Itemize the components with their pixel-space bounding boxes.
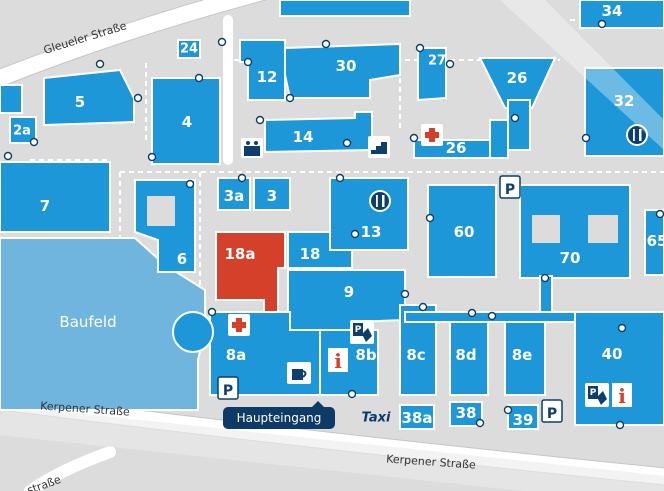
stairs-icon[interactable] (368, 136, 390, 158)
svg-text:3a: 3a (224, 187, 245, 205)
restaurant-icon[interactable] (626, 124, 648, 146)
svg-text:38: 38 (456, 404, 477, 422)
svg-text:12: 12 (257, 68, 278, 86)
building-26-stem[interactable] (507, 99, 531, 151)
svg-text:3: 3 (267, 187, 277, 205)
info-icon[interactable]: i (328, 348, 348, 373)
highlighted-building-label: 18a (225, 245, 256, 263)
taxi-label: Taxi (362, 411, 391, 426)
parking-icon[interactable]: P (541, 399, 563, 423)
building-18[interactable] (287, 231, 353, 269)
svg-text:39: 39 (513, 411, 534, 429)
street-kerpener-top: Kerpener Straße (40, 399, 131, 418)
svg-text:34: 34 (602, 2, 623, 20)
svg-text:8c: 8c (406, 346, 425, 364)
svg-text:24: 24 (180, 42, 198, 57)
svg-text:P: P (355, 325, 362, 335)
building-60[interactable] (427, 184, 497, 278)
building-32[interactable] (584, 67, 664, 157)
building-7[interactable] (0, 161, 111, 233)
svg-text:26: 26 (446, 139, 467, 157)
building-70[interactable] (519, 184, 631, 279)
svg-text:9: 9 (344, 283, 354, 301)
parking-ticket-icon[interactable]: P (585, 383, 609, 407)
building-38a[interactable] (399, 404, 435, 430)
parking-ticket-icon[interactable]: P (350, 320, 374, 344)
building-5[interactable] (43, 68, 135, 127)
svg-text:i: i (334, 349, 342, 373)
svg-text:2a: 2a (13, 124, 31, 139)
svg-text:P: P (505, 182, 515, 198)
childcare-icon[interactable] (241, 138, 263, 158)
building-12[interactable] (239, 39, 286, 101)
building-38[interactable] (449, 401, 483, 427)
svg-text:26: 26 (507, 69, 528, 87)
svg-text:8d: 8d (455, 346, 476, 364)
info-icon[interactable]: i (612, 383, 632, 408)
first-aid-icon[interactable] (228, 314, 250, 336)
building-4[interactable] (151, 77, 221, 165)
svg-text:5: 5 (75, 93, 85, 111)
svg-text:P: P (590, 388, 597, 398)
svg-text:4: 4 (182, 113, 192, 131)
building-39[interactable] (507, 404, 539, 430)
main-entrance-label[interactable]: Haupteingang (223, 401, 335, 429)
svg-text:6: 6 (177, 250, 187, 268)
building-8a-round[interactable] (172, 311, 214, 353)
svg-text:40: 40 (602, 345, 623, 363)
building-3[interactable] (253, 177, 291, 211)
main-entrance-text: Haupteingang (237, 411, 322, 425)
svg-text:30: 30 (336, 57, 357, 75)
parking-icon[interactable]: P (499, 175, 521, 199)
svg-text:13: 13 (361, 223, 382, 241)
svg-text:i: i (618, 384, 626, 408)
building-30[interactable] (284, 42, 401, 99)
first-aid-icon[interactable] (421, 124, 443, 146)
building-18a[interactable] (215, 231, 286, 313)
svg-text:60: 60 (454, 223, 475, 241)
parking-icon[interactable]: P (217, 376, 239, 400)
baufeld-label: Baufeld (59, 313, 116, 331)
svg-text:32: 32 (614, 92, 635, 110)
svg-text:38a: 38a (402, 409, 433, 427)
building-3a[interactable] (217, 177, 251, 211)
street-kerpener-bottom: Kerpener Straße (386, 452, 477, 471)
svg-text:8e: 8e (512, 346, 533, 364)
svg-text:P: P (223, 383, 233, 399)
building-top-partial[interactable] (279, 0, 411, 17)
watermark-shape (500, 0, 664, 150)
building-24[interactable] (177, 39, 201, 59)
building-34[interactable] (579, 0, 664, 29)
building-27[interactable] (417, 47, 447, 102)
svg-text:14: 14 (293, 128, 314, 146)
svg-text:7: 7 (40, 197, 50, 215)
building-65[interactable] (644, 209, 664, 276)
building-2a-annex[interactable] (0, 84, 23, 114)
restaurant-icon[interactable] (369, 190, 391, 212)
svg-text:18: 18 (300, 245, 321, 263)
baufeld-area[interactable]: Baufeld (0, 237, 206, 411)
cafe-icon[interactable] (287, 362, 311, 384)
svg-text:65: 65 (647, 232, 664, 250)
building-13[interactable] (329, 177, 409, 251)
svg-text:8b: 8b (355, 346, 376, 364)
entrance-markers (3, 19, 664, 430)
svg-text:70: 70 (560, 249, 581, 267)
svg-text:P: P (547, 406, 557, 422)
building-26[interactable] (478, 57, 557, 109)
svg-text:27: 27 (428, 54, 446, 69)
svg-text:8a: 8a (226, 346, 247, 364)
